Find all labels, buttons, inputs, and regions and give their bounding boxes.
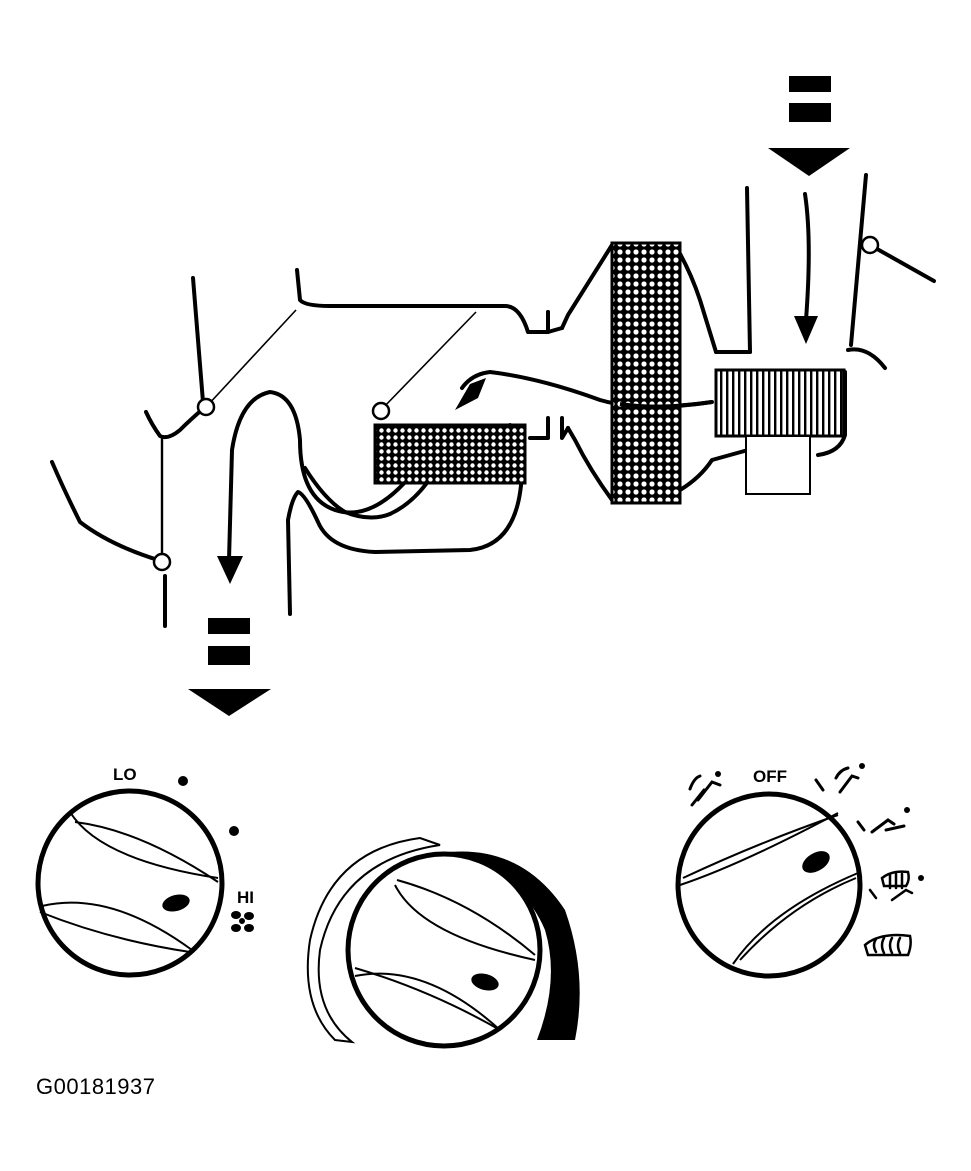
airflow-inlet-path — [803, 192, 811, 322]
evap-case-lower-left — [566, 426, 614, 502]
mode-off-label: OFF — [753, 767, 787, 786]
lower-duct-flange — [528, 416, 550, 440]
blower-knob-flute-lower-b — [41, 901, 193, 951]
blower-speed-knob[interactable]: LO HI — [35, 765, 254, 978]
upper-duct — [295, 268, 550, 334]
airflow-through-evaporator — [619, 400, 713, 409]
mode-knob-flute-lower-b — [739, 877, 857, 961]
mode-knob-flute-upper-a — [679, 812, 839, 886]
door-pivots — [152, 235, 880, 572]
blower-detent-dot-1 — [178, 776, 188, 786]
blower-housing-bottom — [678, 448, 750, 492]
temp-knob-flute-upper-b — [396, 879, 536, 956]
blower-knob-body[interactable] — [35, 788, 225, 978]
airflow-heater-arrowhead — [455, 378, 486, 410]
lower-left-wall — [50, 460, 160, 562]
recirc-door — [868, 243, 936, 283]
floor-icon — [856, 807, 910, 834]
blower-detent-dot-2 — [229, 826, 239, 836]
mode-knob-indicator — [802, 851, 830, 873]
defrost-icon — [863, 933, 912, 957]
pivot-lower-left — [152, 552, 172, 572]
lower-duct-flange-2 — [560, 416, 570, 440]
mode-knob[interactable]: OFF — [675, 763, 924, 979]
outlet-air-arrow — [188, 618, 271, 716]
door-linkages — [160, 309, 477, 554]
heater-core — [373, 423, 527, 485]
pivot-upper-left — [196, 397, 216, 417]
mode-knob-flute-upper-b — [682, 814, 839, 879]
mode-knob-body[interactable] — [675, 791, 863, 979]
temp-knob-indicator — [471, 973, 499, 991]
fan-icon — [231, 911, 254, 932]
bi-level-icon — [814, 763, 865, 794]
mode-door-pocket — [144, 406, 206, 440]
blower-housing-lip — [846, 347, 887, 370]
inlet-wall — [745, 186, 752, 354]
blower-motor — [745, 435, 811, 495]
outside-air-inlet-arrow — [768, 76, 850, 176]
temp-scale-hot-arc[interactable] — [440, 851, 580, 1040]
upper-outlet-wall — [191, 276, 205, 404]
blower-knob-flute-upper-b — [74, 821, 219, 883]
vent-icon — [688, 771, 722, 807]
linkage-blend-door — [380, 311, 477, 411]
blower-wheel — [714, 368, 846, 438]
upper-duct-flange — [546, 310, 564, 334]
airflow-inlet-arrowhead — [794, 316, 818, 344]
recirc-door-wall — [849, 173, 868, 347]
airflow-outlet-path — [227, 389, 432, 562]
temperature-knob[interactable] — [306, 836, 580, 1049]
linkage-upper-left — [206, 309, 297, 407]
blower-knob-indicator — [162, 894, 190, 912]
mode-knob-flute-lower-a — [732, 872, 859, 965]
airflow-paths — [217, 192, 818, 584]
pivot-blend-door — [371, 401, 391, 421]
evap-case-upper-left — [560, 243, 614, 330]
pivot-recirc-door — [860, 235, 880, 255]
blower-knob-flute-lower-a — [39, 911, 191, 953]
temp-knob-flute-lower-b — [354, 972, 501, 1031]
temp-scale-cool-arc — [306, 836, 441, 1044]
airflow-outlet-arrowhead — [217, 556, 243, 584]
evaporator-core — [610, 241, 682, 505]
components — [373, 241, 846, 505]
blower-hi-label: HI — [237, 888, 254, 907]
floor-defrost-icon — [868, 870, 924, 902]
temp-knob-flute-upper-a — [394, 884, 536, 961]
blower-lo-label: LO — [113, 765, 137, 784]
temp-knob-body[interactable] — [345, 851, 543, 1049]
figure-id: G00181937 — [36, 1074, 156, 1099]
